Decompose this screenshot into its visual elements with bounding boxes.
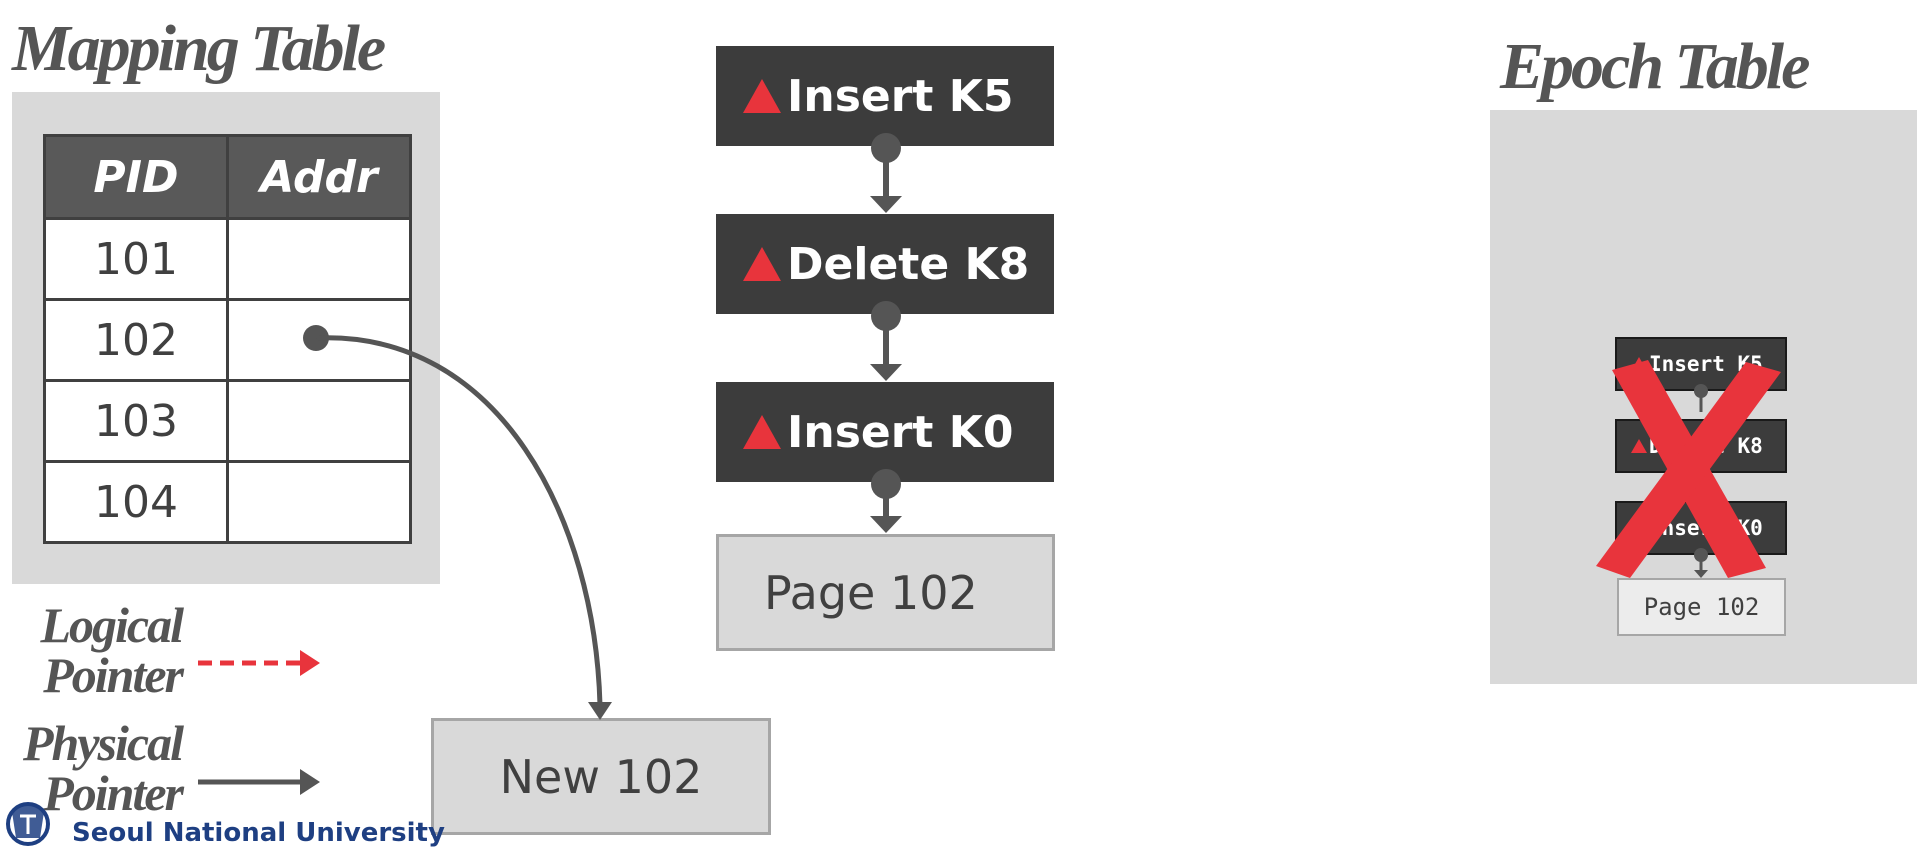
base-page-label: Page 102	[764, 565, 978, 620]
delta-record-delete-k8: Delete K8	[716, 214, 1054, 314]
university-emblem-icon	[6, 802, 50, 846]
delta-triangle-icon	[1631, 521, 1647, 535]
table-row: 101	[43, 217, 412, 301]
pid-cell: 103	[43, 379, 229, 463]
delta-record-label: Insert K0	[787, 406, 1014, 458]
legend-physical-line2: Pointer	[43, 765, 184, 821]
column-header-addr: Addr	[226, 134, 412, 220]
delta-triangle-icon	[743, 415, 781, 449]
mini-delta-delete-k8: Delete K8	[1615, 419, 1787, 473]
mini-delta-label: Delete K8	[1649, 434, 1763, 458]
legend-physical-line1: Physical	[23, 715, 184, 771]
table-row: 102	[43, 298, 412, 382]
legend-logical-arrow	[198, 650, 320, 676]
delta-triangle-icon	[743, 247, 781, 281]
pid-cell: 101	[43, 217, 229, 301]
new-page-label: New 102	[499, 749, 703, 804]
delta-record-insert-k0: Insert K0	[716, 382, 1054, 482]
pid-cell: 104	[43, 460, 229, 544]
delta-triangle-icon	[743, 79, 781, 113]
addr-cell	[226, 460, 412, 544]
mini-delta-label: Insert K0	[1649, 516, 1763, 540]
legend-physical-arrow	[198, 769, 320, 795]
legend-logical-line1: Logical	[40, 597, 184, 653]
addr-cell	[226, 379, 412, 463]
addr-cell	[226, 217, 412, 301]
table-row: 103	[43, 379, 412, 463]
delta-triangle-icon	[1631, 439, 1647, 453]
mapping-table-title: Mapping Table	[12, 12, 386, 85]
university-logo: Seoul National University	[0, 802, 445, 848]
legend-logical-text: Logical Pointer	[20, 597, 184, 703]
mini-delta-label: Insert K5	[1649, 352, 1763, 376]
mapping-table-header-row: PID Addr	[43, 134, 412, 220]
legend-logical-line2: Pointer	[43, 647, 184, 703]
new-page-102: New 102	[431, 718, 771, 835]
pid-cell: 102	[43, 298, 229, 382]
addr-cell	[226, 298, 412, 382]
delta-record-label: Insert K5	[787, 70, 1014, 122]
mini-delta-insert-k5: Insert K5	[1615, 337, 1787, 391]
table-row: 104	[43, 460, 412, 544]
epoch-table-title: Epoch Table	[1500, 30, 1810, 103]
delta-record-insert-k5: Insert K5	[716, 46, 1054, 146]
legend-physical-text: Physical Pointer	[10, 715, 184, 821]
base-page-102: Page 102	[716, 534, 1055, 651]
mapping-table: PID Addr 101 102 103 104	[43, 134, 412, 544]
mini-base-page-102: Page 102	[1617, 578, 1786, 636]
mini-page-label: Page 102	[1643, 593, 1760, 621]
delta-record-label: Delete K8	[787, 238, 1030, 290]
mini-delta-insert-k0: Insert K0	[1615, 501, 1787, 555]
university-name: Seoul National University	[72, 818, 445, 848]
delta-triangle-icon	[1631, 357, 1647, 371]
column-header-pid: PID	[43, 134, 229, 220]
